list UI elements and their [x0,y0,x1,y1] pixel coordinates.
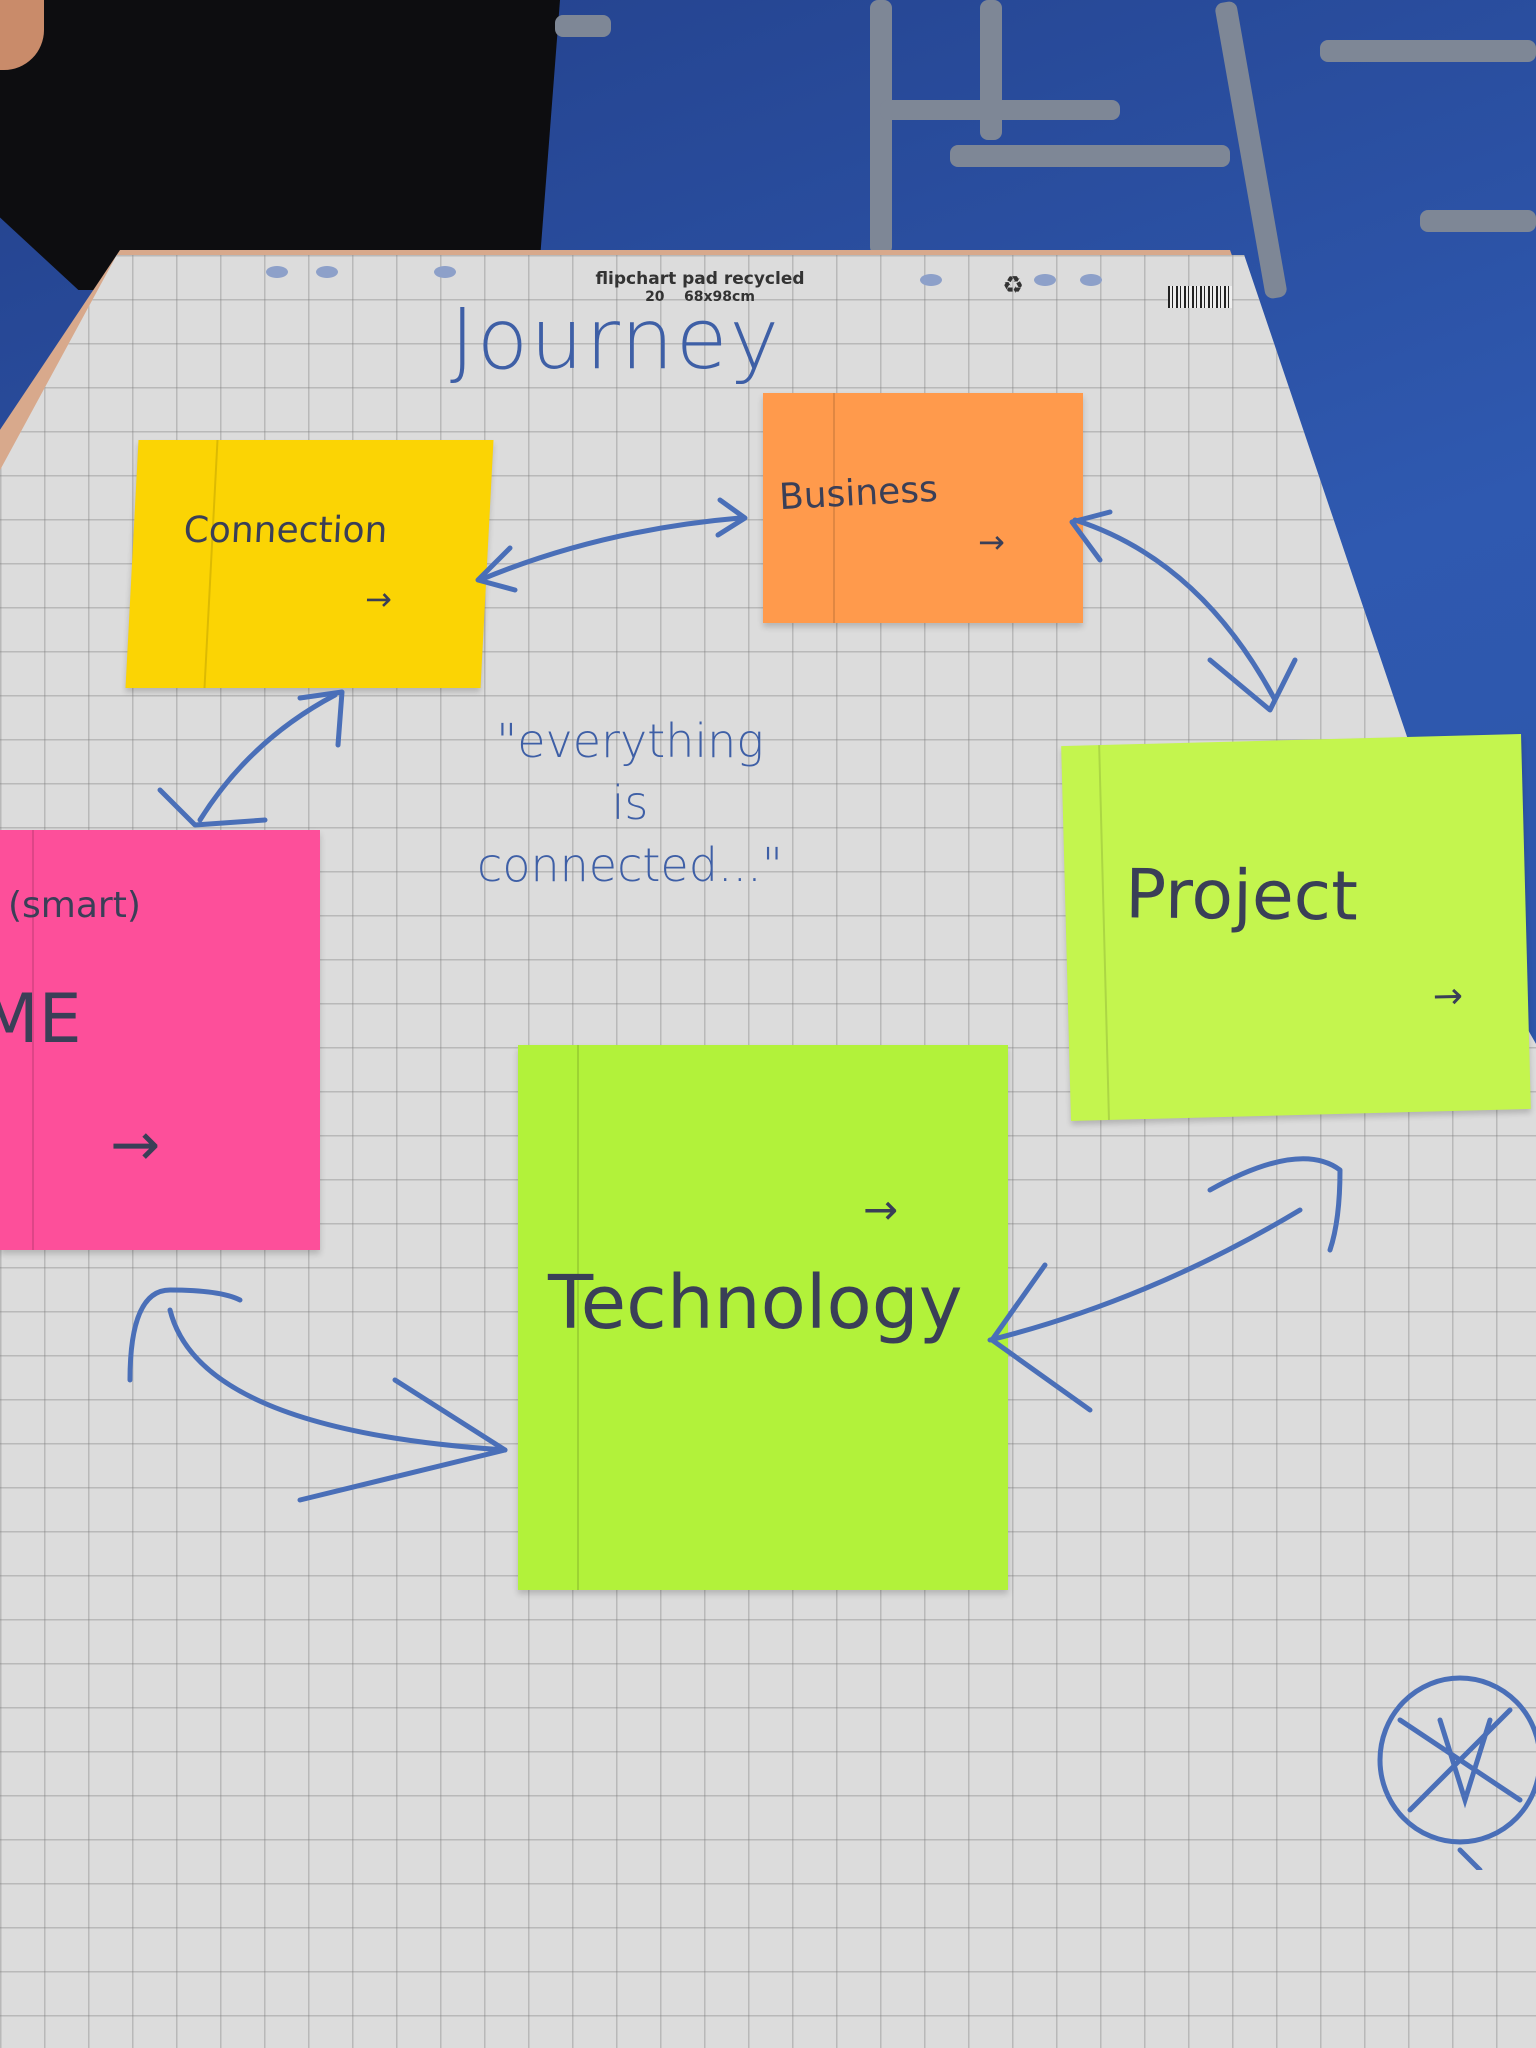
quote-line: "everything [496,714,764,768]
sheet-fold [833,393,836,623]
sheet-technology: Technology → [518,1045,1008,1590]
punch-hole [434,266,456,278]
chair-leg [880,100,1120,120]
sheet-fold [576,1045,579,1590]
sheet-fold [203,440,219,688]
doodle-stamp [1377,1675,1536,1870]
quote-line: connected..." [477,838,783,892]
chair-leg [1320,40,1536,62]
sheet-label: ME [0,980,82,1059]
arrow-icon: → [1432,975,1464,1018]
quote-line: is [611,776,649,830]
arrow-icon: → [364,580,393,618]
chair-leg [1420,210,1536,232]
pad-header: flipchart pad recycled 20 68x98cm [530,270,870,306]
sheet-smart-me: (smart) ME → [0,830,320,1250]
recycle-icon: ♻ [1002,271,1024,299]
arrow-icon: → [978,523,1005,561]
sheet-business: Business → [763,393,1083,623]
chair-leg [870,0,892,255]
board-title: Journey [450,290,782,388]
chair-leg [555,15,611,37]
pad-brand: flipchart pad recycled [595,269,805,289]
sheet-label: (smart) [8,885,141,926]
sheet-label: Business [778,468,939,519]
pad-sheet-count: 20 [645,289,665,305]
punch-hole [1080,274,1102,286]
sheet-connection: Connection → [125,440,494,688]
dark-fabric [0,0,560,290]
sheet-label: Connection [182,510,389,551]
arrow-icon: → [863,1185,899,1234]
sheet-project: Project → [1061,734,1531,1121]
chair-leg [950,145,1230,167]
punch-hole [266,266,288,278]
punch-hole [1034,274,1056,286]
arrow-icon: → [110,1110,161,1180]
quote: "everything is connected..." [440,710,820,896]
barcode-icon [1168,286,1232,308]
sheet-label: Technology [548,1260,963,1346]
sheet-fold [1097,745,1110,1120]
sheet-label: Project [1124,855,1359,937]
punch-hole [316,266,338,278]
punch-hole [920,274,942,286]
pad-size: 20 68x98cm [530,288,870,306]
pad-dimensions: 68x98cm [684,289,755,305]
sheet-fold [32,830,34,1250]
